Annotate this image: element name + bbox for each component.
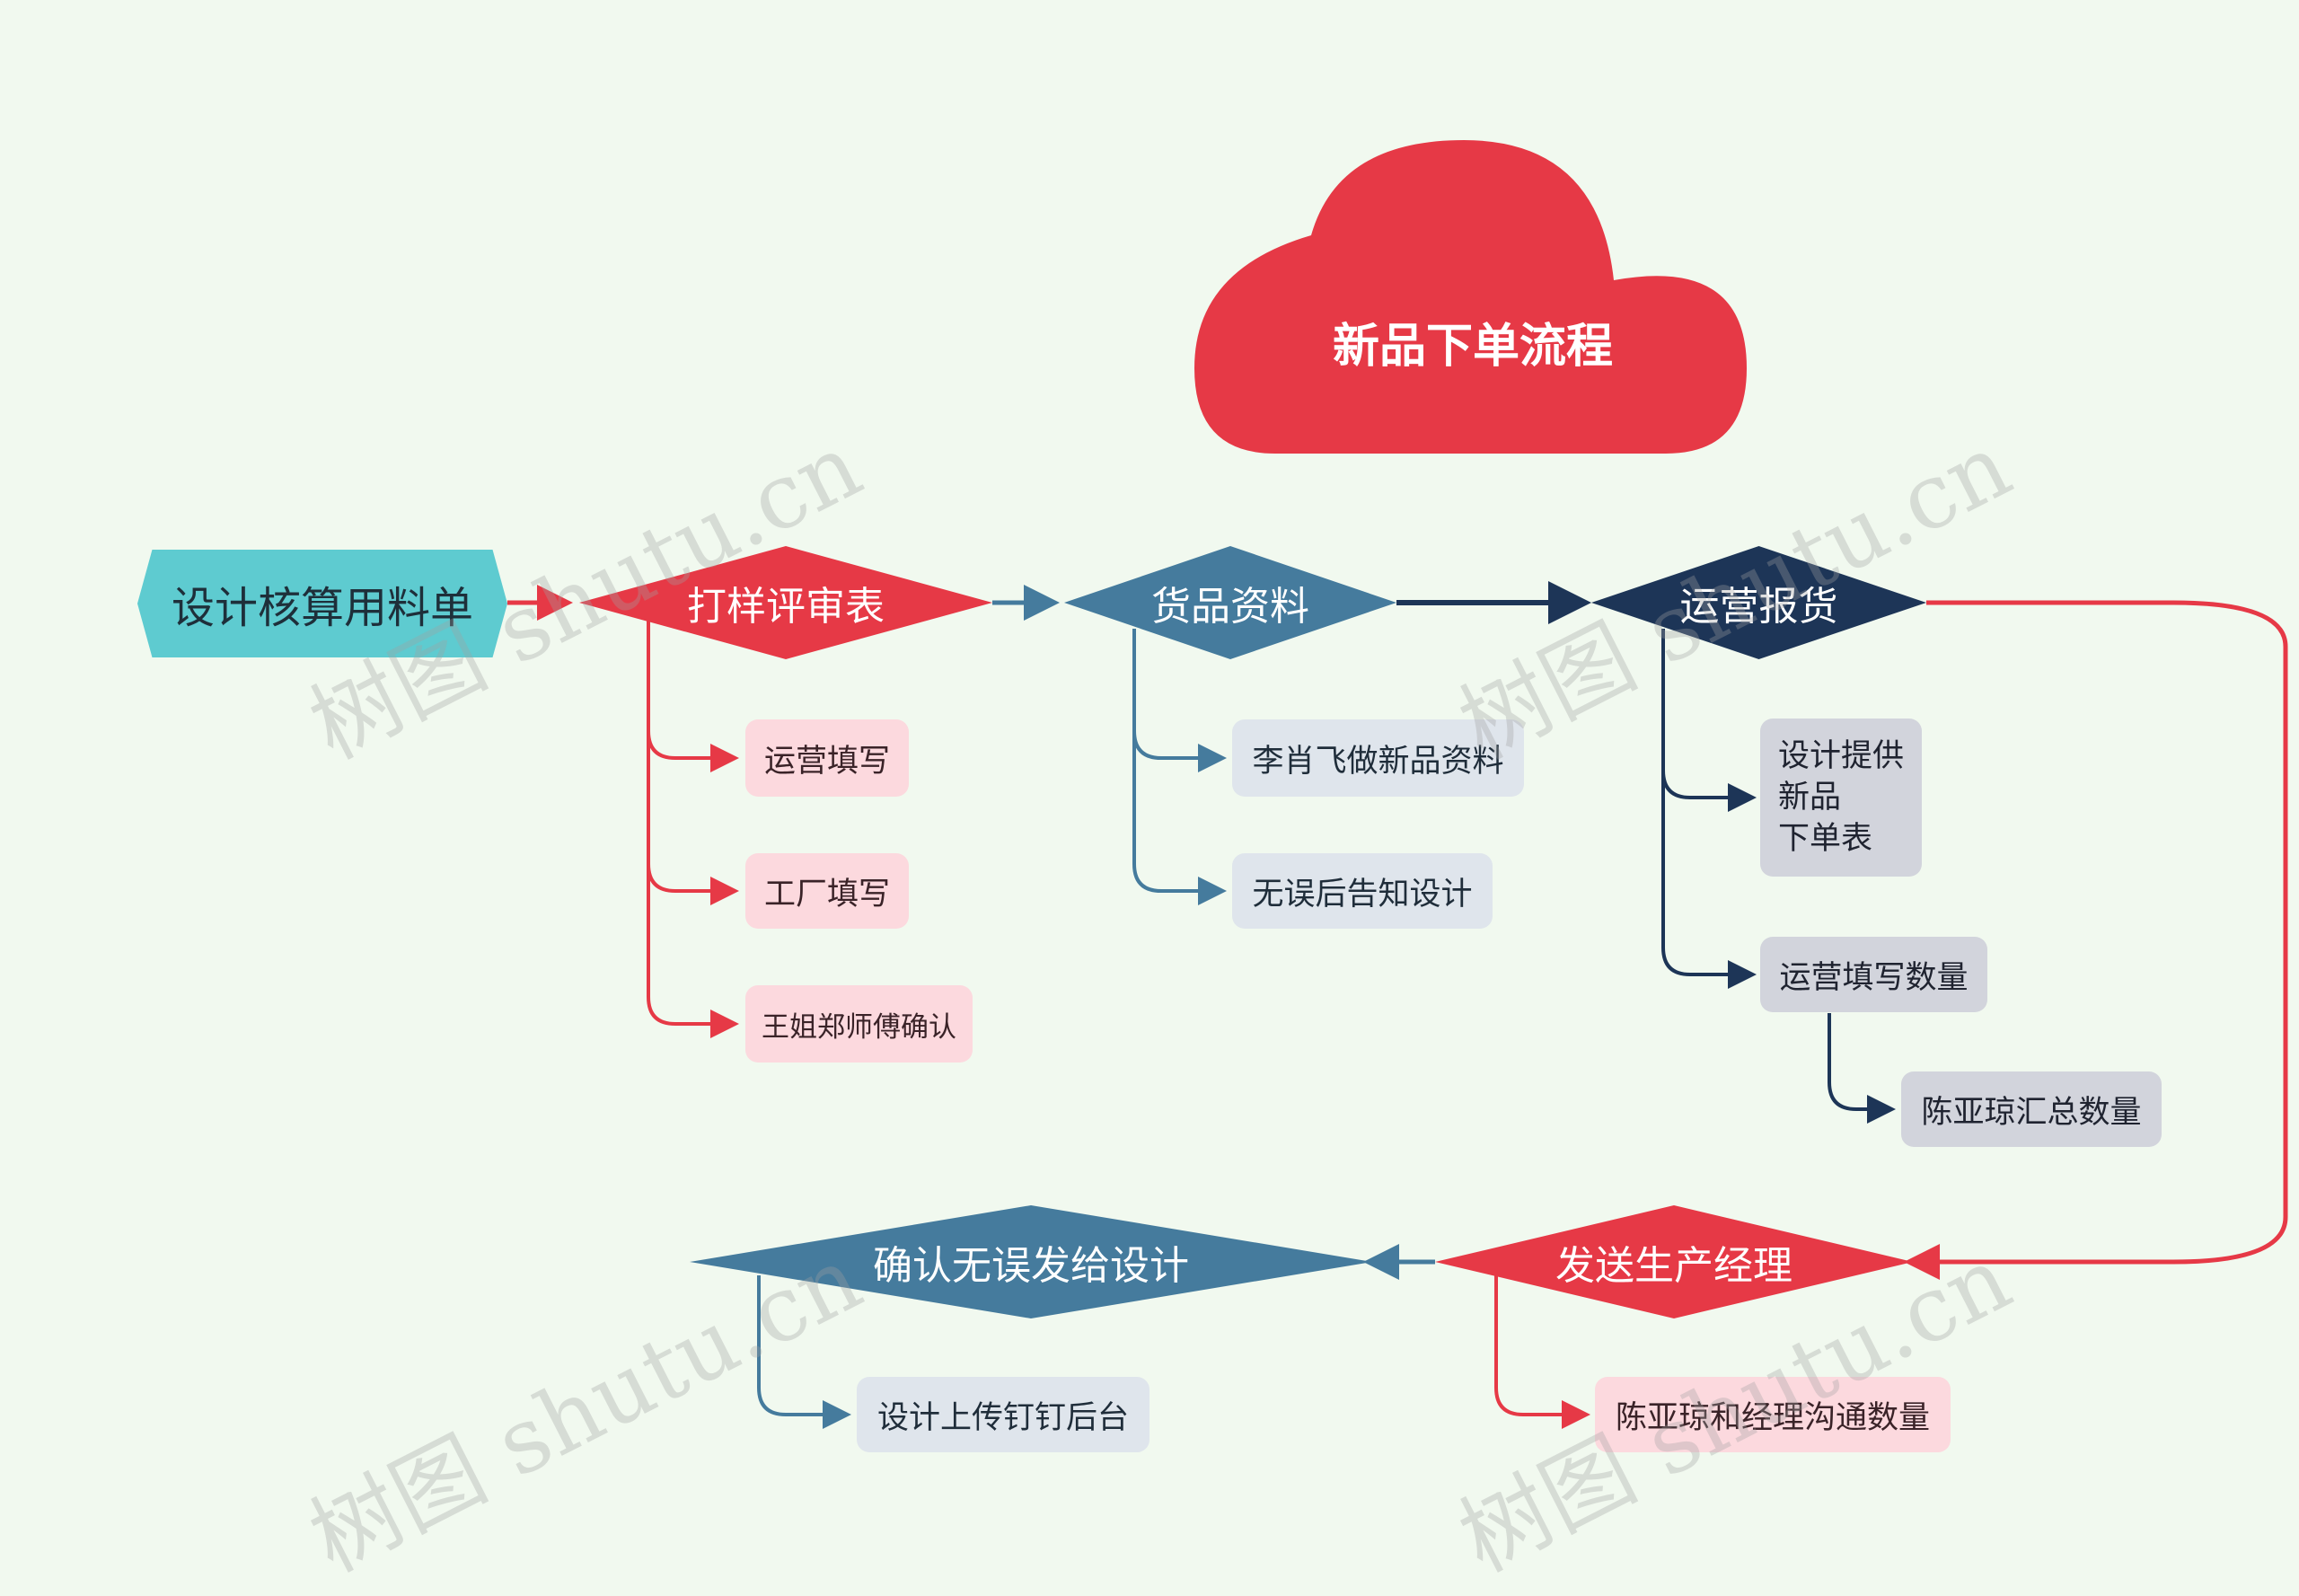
child-chen-summary[interactable]: 陈亚琼汇总数量 xyxy=(1901,1071,2162,1147)
child-design-sheet[interactable]: 设计提供 新品 下单表 xyxy=(1760,719,1922,877)
edge-send-child xyxy=(1494,1275,1590,1429)
edge-sample-child-2 xyxy=(647,719,739,905)
edge-ops-child-2 xyxy=(1661,763,1757,989)
edge-ops-qty-child xyxy=(1828,1013,1896,1124)
edge-confirm-child xyxy=(757,1275,851,1429)
child-notify-design[interactable]: 无误后告知设计 xyxy=(1232,853,1493,929)
child-factory-fill[interactable]: 工厂填写 xyxy=(745,853,909,929)
edge-sample-child-3 xyxy=(647,853,739,1038)
diagram-title: 新品下单流程 xyxy=(1332,319,1613,374)
child-confirm-wang[interactable]: 王姐郑师傅确认 xyxy=(745,985,973,1063)
edge-ops-child-1 xyxy=(1661,629,1757,812)
child-li-xiaofei[interactable]: 李肖飞做新品资料 xyxy=(1232,719,1524,797)
child-ops-fill[interactable]: 运营填写 xyxy=(745,719,909,797)
edge-goods-child-2 xyxy=(1132,719,1227,905)
edge-ops-to-send xyxy=(1904,600,2288,1280)
child-upload-dingtalk[interactable]: 设计上传钉钉后台 xyxy=(857,1377,1150,1452)
cloud-shape xyxy=(1194,140,1747,454)
child-chen-manager[interactable]: 陈亚琼和经理沟通数量 xyxy=(1595,1377,1951,1452)
root-node[interactable]: 设计核算用料单 xyxy=(137,550,507,657)
child-ops-quantity[interactable]: 运营填写数量 xyxy=(1760,937,1987,1012)
